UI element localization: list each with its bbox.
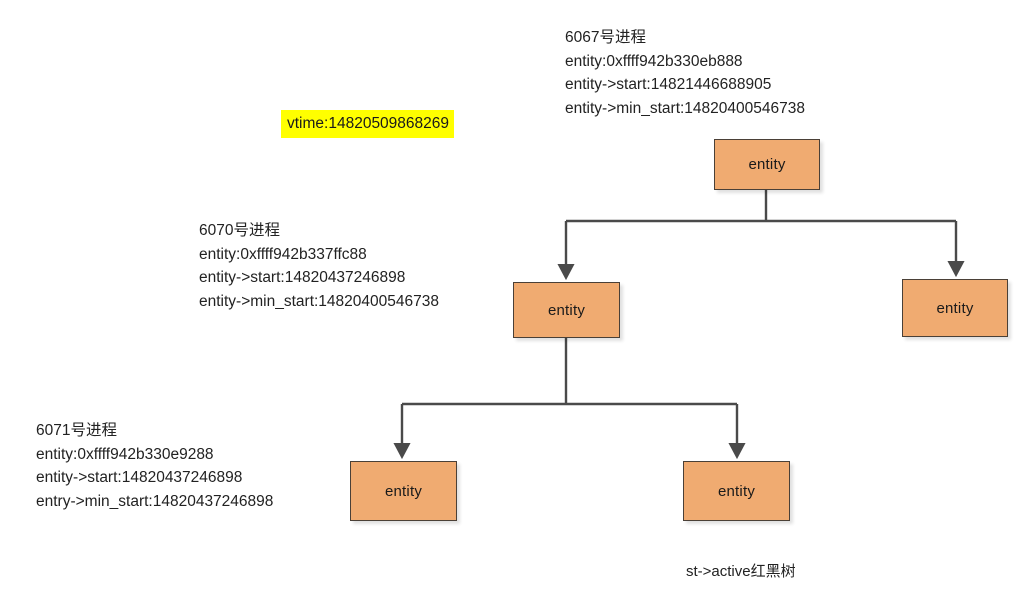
annotation-proc-6070: 6070号进程 entity:0xffff942b337ffc88 entity…	[165, 219, 505, 313]
node-leaf-right[interactable]: entity	[683, 461, 790, 521]
annotation-line: entity->start:14820437246898	[199, 269, 406, 286]
diagram-caption: st->active红黑树	[686, 560, 796, 581]
node-leaf-left[interactable]: entity	[350, 461, 457, 521]
node-mid-left[interactable]: entity	[513, 282, 620, 338]
annotation-line: 6067号进程	[565, 29, 646, 46]
node-label: entity	[717, 482, 756, 500]
annotation-line: entity->start:14821446688905	[565, 76, 772, 93]
node-root[interactable]: entity	[714, 139, 820, 190]
annotation-line: entity:0xffff942b330e9288	[36, 445, 214, 463]
annotation-line: 6071号进程	[36, 422, 117, 439]
annotation-proc-6071: 6071号进程 entity:0xffff942b330e9288 entity…	[36, 419, 273, 513]
caption-text: st->active红黑树	[686, 563, 796, 580]
annotation-line: entry->min_start:14820437246898	[36, 492, 274, 510]
node-label: entity	[936, 299, 974, 317]
node-label: entity	[547, 301, 586, 319]
node-label: entity	[748, 156, 786, 173]
annotation-line: entity:0xffff942b330eb888	[565, 52, 743, 70]
annotation-line: entity->start:14820437246898	[36, 469, 243, 486]
annotation-line: entity:0xffff942b337ffc88	[199, 245, 367, 263]
node-mid-right[interactable]: entity	[902, 279, 1008, 337]
vtime-text: vtime:14820509868269	[287, 115, 450, 132]
annotation-line: 6070号进程	[199, 222, 280, 239]
annotation-line: entity->min_start:14820400546738	[199, 292, 439, 310]
annotation-line: entity->min_start:14820400546738	[565, 99, 805, 117]
vtime-highlight: vtime:14820509868269	[281, 110, 455, 138]
annotation-proc-6067: 6067号进程 entity:0xffff942b330eb888 entity…	[565, 26, 805, 120]
node-label: entity	[384, 482, 423, 500]
